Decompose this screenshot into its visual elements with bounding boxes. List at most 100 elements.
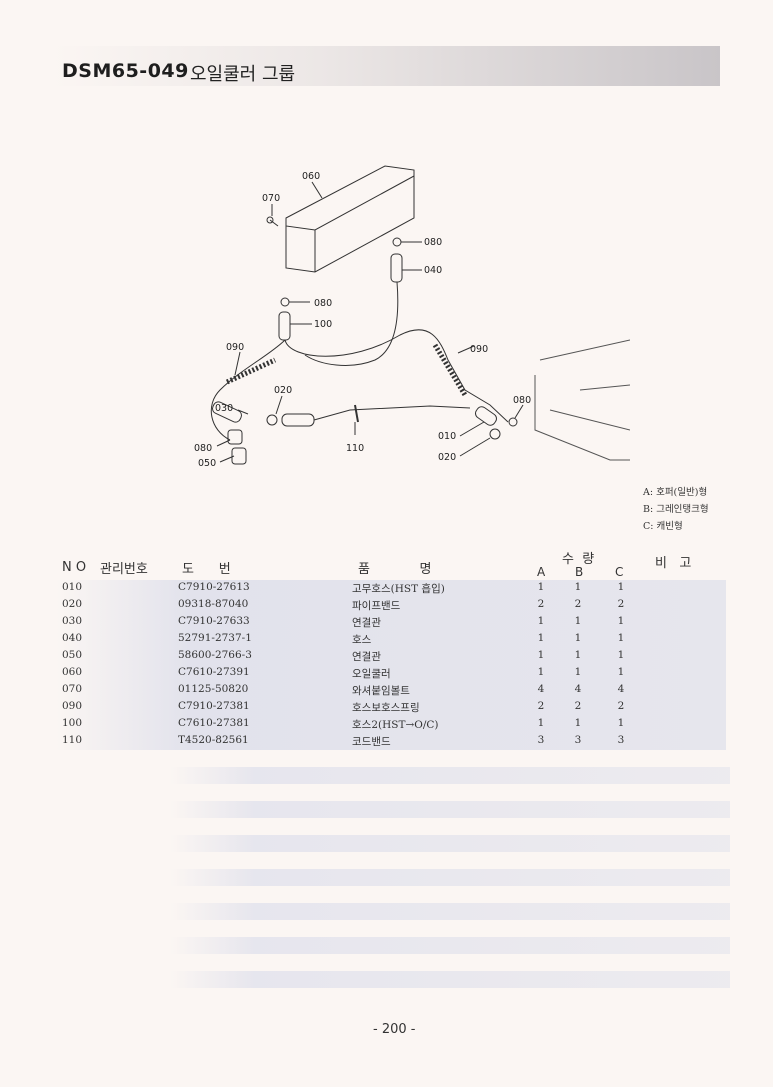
callout-010: 010 (438, 431, 456, 442)
table-row: 050 58600-2766-3 연결관 1 1 1 (56, 648, 726, 665)
header-mgmt-number: 관리번호 (100, 562, 148, 577)
table-row: 010 C7910-27613 고무호스(HST 흡입) 1 1 1 (56, 580, 726, 597)
row-item-name: 호스 (352, 634, 372, 646)
row-no: 030 (62, 615, 83, 627)
empty-row-band (170, 767, 730, 784)
row-part-number: C7610-27391 (178, 666, 250, 678)
row-part-number: 58600-2766-3 (178, 649, 252, 661)
table-row: 060 C7610-27391 오일쿨러 1 1 1 (56, 665, 726, 682)
row-item-name: 와셔붙임볼트 (352, 685, 410, 697)
row-qty-c: 3 (617, 734, 625, 746)
callout-090-right: 090 (470, 344, 488, 355)
row-item-name: 고무호스(HST 흡입) (352, 583, 445, 595)
row-no: 020 (62, 598, 83, 610)
table-row: 070 01125-50820 와셔붙임볼트 4 4 4 (56, 682, 726, 699)
callout-070: 070 (262, 193, 280, 204)
row-no: 100 (62, 717, 83, 729)
row-qty-a: 1 (537, 649, 545, 661)
empty-row-band (170, 869, 730, 886)
callout-050: 050 (198, 458, 216, 469)
callout-090-left: 090 (226, 342, 244, 353)
row-qty-b: 1 (574, 581, 582, 593)
row-part-number: 09318-87040 (178, 598, 249, 610)
hose-040 (390, 253, 403, 283)
row-no: 050 (62, 649, 83, 661)
fitting-080-right (508, 417, 518, 427)
row-qty-c: 1 (617, 666, 625, 678)
row-qty-a: 4 (537, 683, 545, 695)
header-qty-a: A (537, 565, 546, 579)
row-qty-b: 4 (574, 683, 582, 695)
row-item-name: 파이프밴드 (352, 600, 401, 612)
row-qty-c: 2 (617, 700, 625, 712)
legend-item-c: C: 캐빈형 (643, 521, 683, 532)
row-qty-c: 1 (617, 632, 625, 644)
empty-row-band (170, 971, 730, 988)
row-qty-a: 1 (537, 581, 545, 593)
row-qty-a: 1 (537, 615, 545, 627)
empty-row-band (170, 835, 730, 852)
row-part-number: C7910-27613 (178, 581, 250, 593)
table-row: 110 T4520-82561 코드밴드 3 3 3 (56, 733, 726, 750)
row-part-number: C7910-27381 (178, 700, 250, 712)
row-no: 090 (62, 700, 83, 712)
row-qty-c: 1 (617, 649, 625, 661)
callout-110: 110 (346, 443, 364, 454)
header-remarks: 비 고 (655, 556, 692, 571)
group-title: 오일쿨러 그룹 (190, 64, 296, 85)
empty-row-band (170, 801, 730, 818)
row-part-number: C7610-27381 (178, 717, 250, 729)
row-item-name: 코드밴드 (352, 736, 391, 748)
parts-diagram: 060 070 080 040 080 100 090 090 020 030 … (194, 165, 630, 469)
header-no: N O (62, 560, 87, 575)
table-row: 100 C7610-27381 호스2(HST→O/C) 1 1 1 (56, 716, 726, 733)
fitting-080-upper (392, 237, 402, 247)
empty-row-band (170, 903, 730, 920)
row-item-name: 연결관 (352, 651, 381, 663)
header-quantity: 수 량 (562, 552, 595, 567)
row-qty-b: 3 (574, 734, 582, 746)
table-row: 040 52791-2737-1 호스 1 1 1 (56, 631, 726, 648)
row-qty-a: 1 (537, 717, 545, 729)
callout-030: 030 (215, 403, 233, 414)
fitting-080-left (280, 297, 290, 307)
row-qty-b: 1 (574, 649, 582, 661)
callout-020-right: 020 (438, 452, 456, 463)
callout-040: 040 (424, 265, 442, 276)
legend-item-a: A: 호퍼(일반)형 (643, 487, 708, 498)
row-qty-b: 1 (574, 717, 582, 729)
page-number: - 200 - (373, 1022, 416, 1037)
engine-block-fragment (534, 339, 630, 461)
cord-band-110 (354, 404, 359, 423)
callout-060: 060 (302, 171, 320, 182)
row-no: 060 (62, 666, 83, 678)
row-no: 110 (62, 734, 83, 746)
row-no: 040 (62, 632, 83, 644)
band-020-left (266, 414, 278, 426)
row-item-name: 오일쿨러 (352, 668, 391, 680)
fitting-080-lower (227, 429, 243, 445)
row-part-number: C7910-27633 (178, 615, 250, 627)
callout-080-upper: 080 (424, 237, 442, 248)
row-qty-b: 1 (574, 666, 582, 678)
table-row: 090 C7910-27381 호스보호스프링 2 2 2 (56, 699, 726, 716)
hose-section (281, 413, 315, 427)
legend-item-b: B: 그레인탱크형 (643, 504, 709, 515)
row-no: 070 (62, 683, 83, 695)
row-qty-c: 2 (617, 598, 625, 610)
hose-100 (278, 311, 291, 341)
table-row: 030 C7910-27633 연결관 1 1 1 (56, 614, 726, 631)
row-part-number: 52791-2737-1 (178, 632, 252, 644)
spring-090-left (225, 357, 277, 385)
table-row: 020 09318-87040 파이프밴드 2 2 2 (56, 597, 726, 614)
band-020-right (489, 428, 501, 440)
header-qty-c: C (615, 565, 624, 579)
row-qty-b: 1 (574, 632, 582, 644)
callout-020-left: 020 (274, 385, 292, 396)
callout-080-lower: 080 (194, 443, 212, 454)
callout-080-right: 080 (513, 395, 531, 406)
row-qty-b: 1 (574, 615, 582, 627)
elbow-030 (212, 401, 242, 423)
row-part-number: 01125-50820 (178, 683, 249, 695)
row-qty-c: 1 (617, 717, 625, 729)
